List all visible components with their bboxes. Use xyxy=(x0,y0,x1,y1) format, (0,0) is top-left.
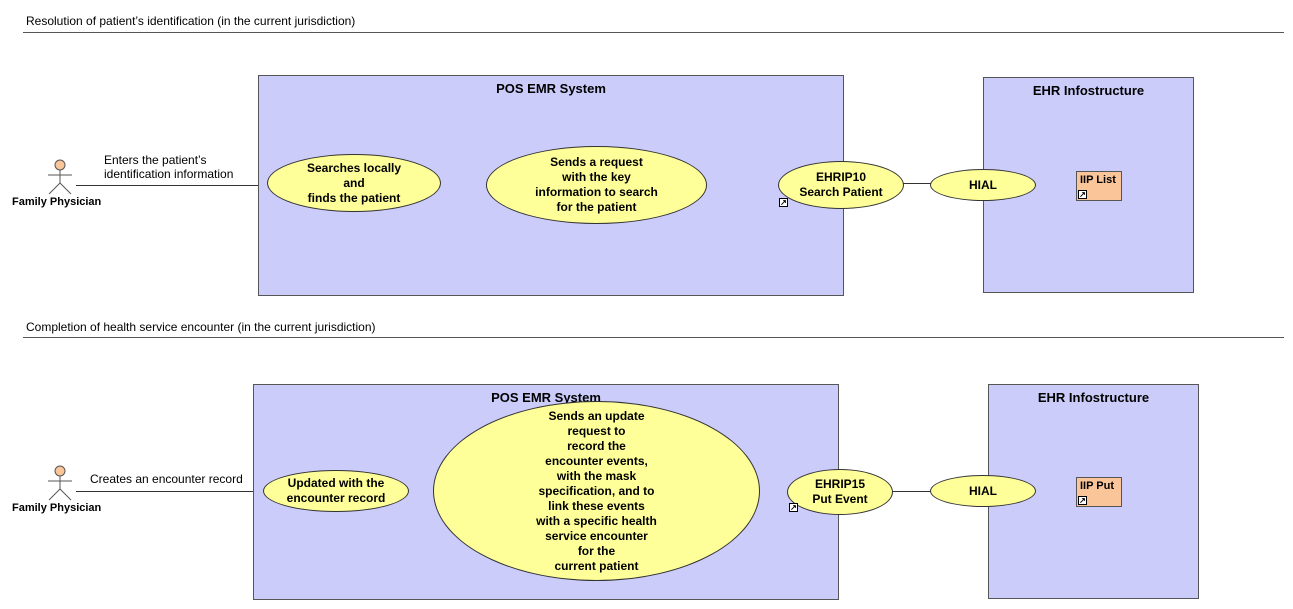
actor-stick-figure-icon xyxy=(43,465,77,501)
use-case-updated-record: Updated with the encounter record xyxy=(263,470,409,512)
use-case-send-request: Sends a request with the key information… xyxy=(486,146,707,224)
section-title-identification: Resolution of patient’s identification (… xyxy=(26,14,356,28)
connector-actor-to-step1 xyxy=(76,185,271,186)
component-label: IIP Put xyxy=(1080,480,1115,492)
pos-emr-system-title: POS EMR System xyxy=(496,81,606,96)
section-divider xyxy=(23,32,1284,33)
shortcut-arrow-icon: ↗ xyxy=(1078,190,1087,199)
use-case-ehrip15: EHRIP15 Put Event xyxy=(787,469,893,515)
use-case-send-update: Sends an update request to record the en… xyxy=(433,401,760,581)
shortcut-arrow-icon: ↗ xyxy=(789,503,798,512)
use-case-search-locally: Searches locally and finds the patient xyxy=(267,154,441,212)
connector-interaction-to-hial xyxy=(891,491,932,492)
actor-stick-figure-icon xyxy=(43,159,77,195)
component-label: IIP List xyxy=(1080,174,1116,186)
actor-label: Family Physician xyxy=(12,196,102,208)
shortcut-arrow-icon: ↗ xyxy=(1078,496,1087,505)
connector-actor-to-step1 xyxy=(76,491,265,492)
actor-edge-label: Enters the patient’s identification info… xyxy=(104,153,234,181)
actor-label: Family Physician xyxy=(12,502,102,514)
use-case-ehrip10: EHRIP10 Search Patient xyxy=(778,161,904,209)
connector-interaction-to-hial xyxy=(902,183,932,184)
shortcut-arrow-icon: ↗ xyxy=(779,198,788,207)
pos-emr-system-title: POS EMR System xyxy=(491,390,601,405)
section-title-encounter: Completion of health service encounter (… xyxy=(26,320,376,334)
ehr-infostructure-title: EHR Infostructure xyxy=(1032,83,1145,98)
section-divider xyxy=(23,337,1284,338)
actor-edge-label: Creates an encounter record xyxy=(90,472,243,486)
hial-node: HIAL xyxy=(930,475,1036,507)
hial-node: HIAL xyxy=(930,169,1036,201)
ehr-infostructure-title: EHR Infostructure xyxy=(1037,390,1150,405)
